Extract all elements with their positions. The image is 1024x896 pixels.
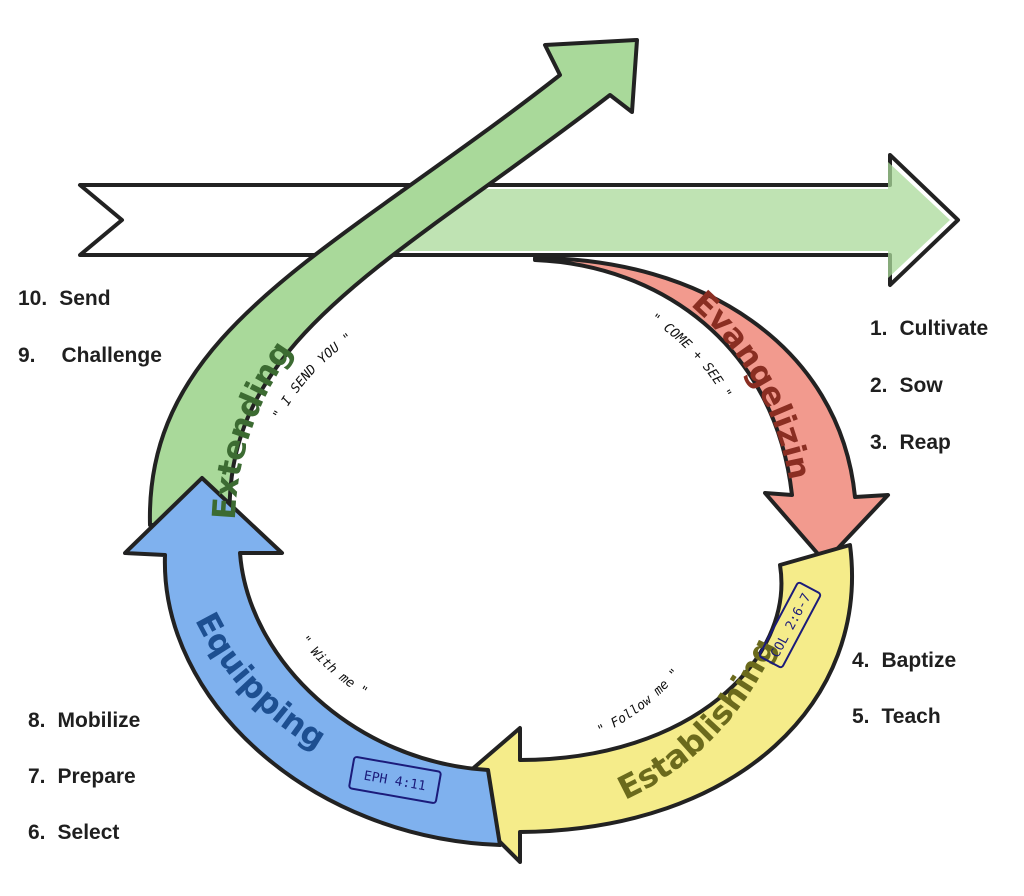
step-select: 6. Select <box>28 822 119 843</box>
step-number: 7. <box>28 765 46 788</box>
evangelizing-arrow-shape <box>533 256 890 564</box>
step-prepare: 7. Prepare <box>28 766 136 787</box>
equipping-arrow-shape <box>123 476 502 847</box>
step-label: Challenge <box>61 344 162 367</box>
horizontal-arrow-tint <box>400 162 950 278</box>
step-number: 10. <box>18 287 48 310</box>
step-number: 3. <box>870 431 888 454</box>
extending-arrow-shape <box>147 38 639 527</box>
step-baptize: 4. Baptize <box>852 650 956 671</box>
step-label: Select <box>57 821 120 844</box>
step-cultivate: 1. Cultivate <box>870 318 988 339</box>
step-label: Reap <box>899 431 951 454</box>
step-number: 5. <box>852 705 870 728</box>
step-label: Baptize <box>881 649 957 672</box>
establishing-arrow-shape <box>446 543 854 864</box>
step-mobilize: 8. Mobilize <box>28 710 140 731</box>
step-label: Sow <box>899 374 943 397</box>
step-number: 2. <box>870 374 888 397</box>
step-number: 1. <box>870 317 888 340</box>
step-number: 4. <box>852 649 870 672</box>
step-challenge: 9. Challenge <box>18 345 162 366</box>
step-teach: 5. Teach <box>852 706 941 727</box>
step-number: 8. <box>28 709 46 732</box>
step-label: Mobilize <box>57 709 141 732</box>
step-label: Cultivate <box>899 317 989 340</box>
step-sow: 2. Sow <box>870 375 943 396</box>
step-number: 9. <box>18 344 36 367</box>
step-send: 10. Send <box>18 288 111 309</box>
step-number: 6. <box>28 821 46 844</box>
step-label: Prepare <box>57 765 136 788</box>
step-label: Teach <box>881 705 941 728</box>
step-reap: 3. Reap <box>870 432 951 453</box>
step-label: Send <box>59 287 111 310</box>
